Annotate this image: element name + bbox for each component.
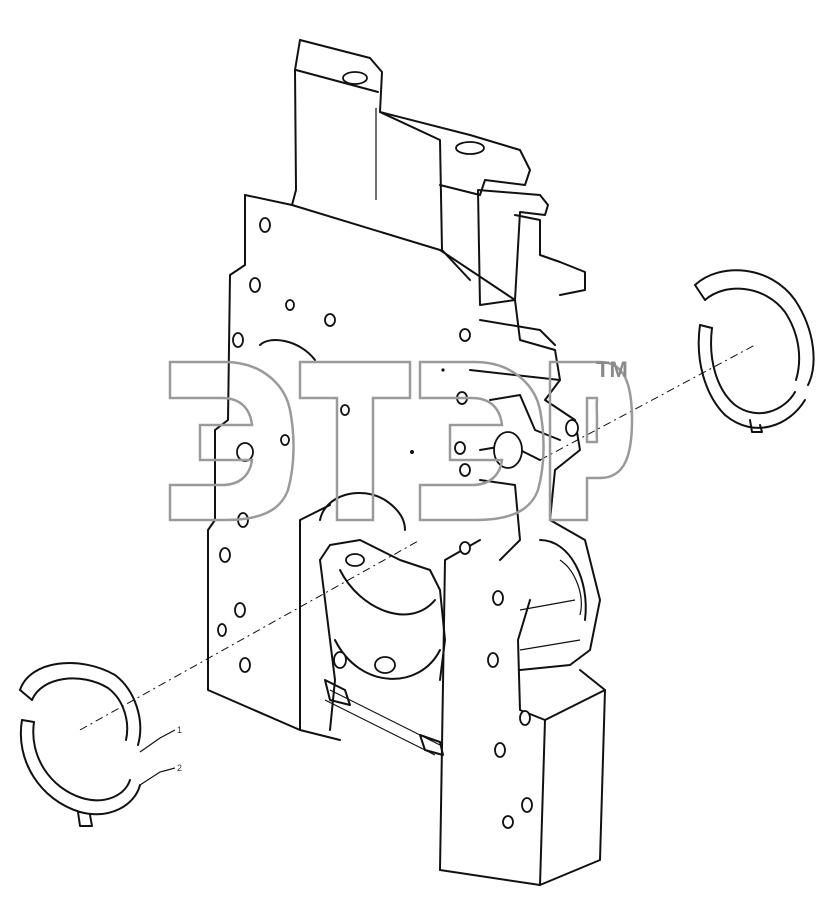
thrust-washer-left — [19, 662, 142, 827]
watermark-trademark: TM — [596, 357, 628, 382]
callout-1: 1 — [177, 725, 182, 735]
callout-leaders — [139, 729, 176, 786]
callout-2: 2 — [177, 763, 182, 773]
assembly-center-lines — [79, 344, 756, 731]
watermark-logo — [168, 360, 634, 522]
block-housing — [207, 39, 606, 886]
thrust-washer-right — [694, 269, 815, 433]
